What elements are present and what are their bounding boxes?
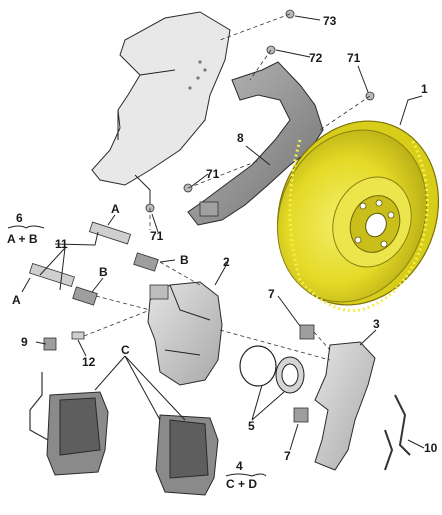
callout-bolt-7-lower: 7: [284, 449, 291, 463]
callout-screw-71-bottom: 71: [150, 229, 164, 243]
callout-kit-4: 4: [236, 459, 243, 473]
guide-pins: [29, 221, 159, 306]
dust-shield: [187, 61, 324, 226]
callout-seals: 5: [248, 419, 255, 433]
callout-pad-clips: 10: [424, 441, 438, 455]
callout-kit-4-sub: C + D: [226, 477, 257, 491]
callout-kit-6: 6: [16, 211, 23, 225]
brake-disc: [276, 120, 440, 313]
callout-bleed-screw: 9: [21, 335, 28, 349]
callout-screw-71-top: 71: [347, 51, 361, 65]
brake-pads: [29, 372, 219, 496]
callout-bolt-7-upper: 7: [268, 287, 275, 301]
callout-sub-B-top: B: [180, 253, 189, 267]
callout-bolt-73: 73: [323, 14, 337, 28]
callout-caliper-bracket: 3: [373, 317, 380, 331]
caliper-bracket: [314, 341, 376, 471]
pad-clips: [384, 394, 411, 471]
callout-dust-shield: 8: [237, 131, 244, 145]
leader-lines: [21, 15, 425, 451]
callout-sub-B-mid: B: [99, 265, 108, 279]
callout-disc: 1: [421, 82, 428, 96]
brake-caliper: [147, 281, 223, 386]
callout-sub-A-top: A: [111, 202, 120, 216]
callout-sub-C: C: [121, 343, 130, 357]
callout-sub-A-left: A: [12, 293, 21, 307]
assembly-lines: [83, 13, 371, 361]
callout-bleed-cap: 12: [82, 355, 96, 369]
bracket-bolts: [145, 9, 375, 423]
callout-bolt-72: 72: [309, 51, 323, 65]
callout-guide-pins: 11: [55, 237, 68, 251]
piston-seals: [239, 345, 305, 394]
callout-kit-6-sub: A + B: [7, 232, 38, 246]
callouts: 1 73 72 71 8 71 71 2 3 7 7 5 10 4 C + D …: [7, 14, 438, 491]
kit-6-brace: [7, 225, 45, 229]
callout-caliper: 2: [223, 255, 230, 269]
backing-plate: [91, 11, 231, 205]
kit-4-brace: [225, 473, 267, 477]
callout-screw-71-mid: 71: [206, 167, 220, 181]
